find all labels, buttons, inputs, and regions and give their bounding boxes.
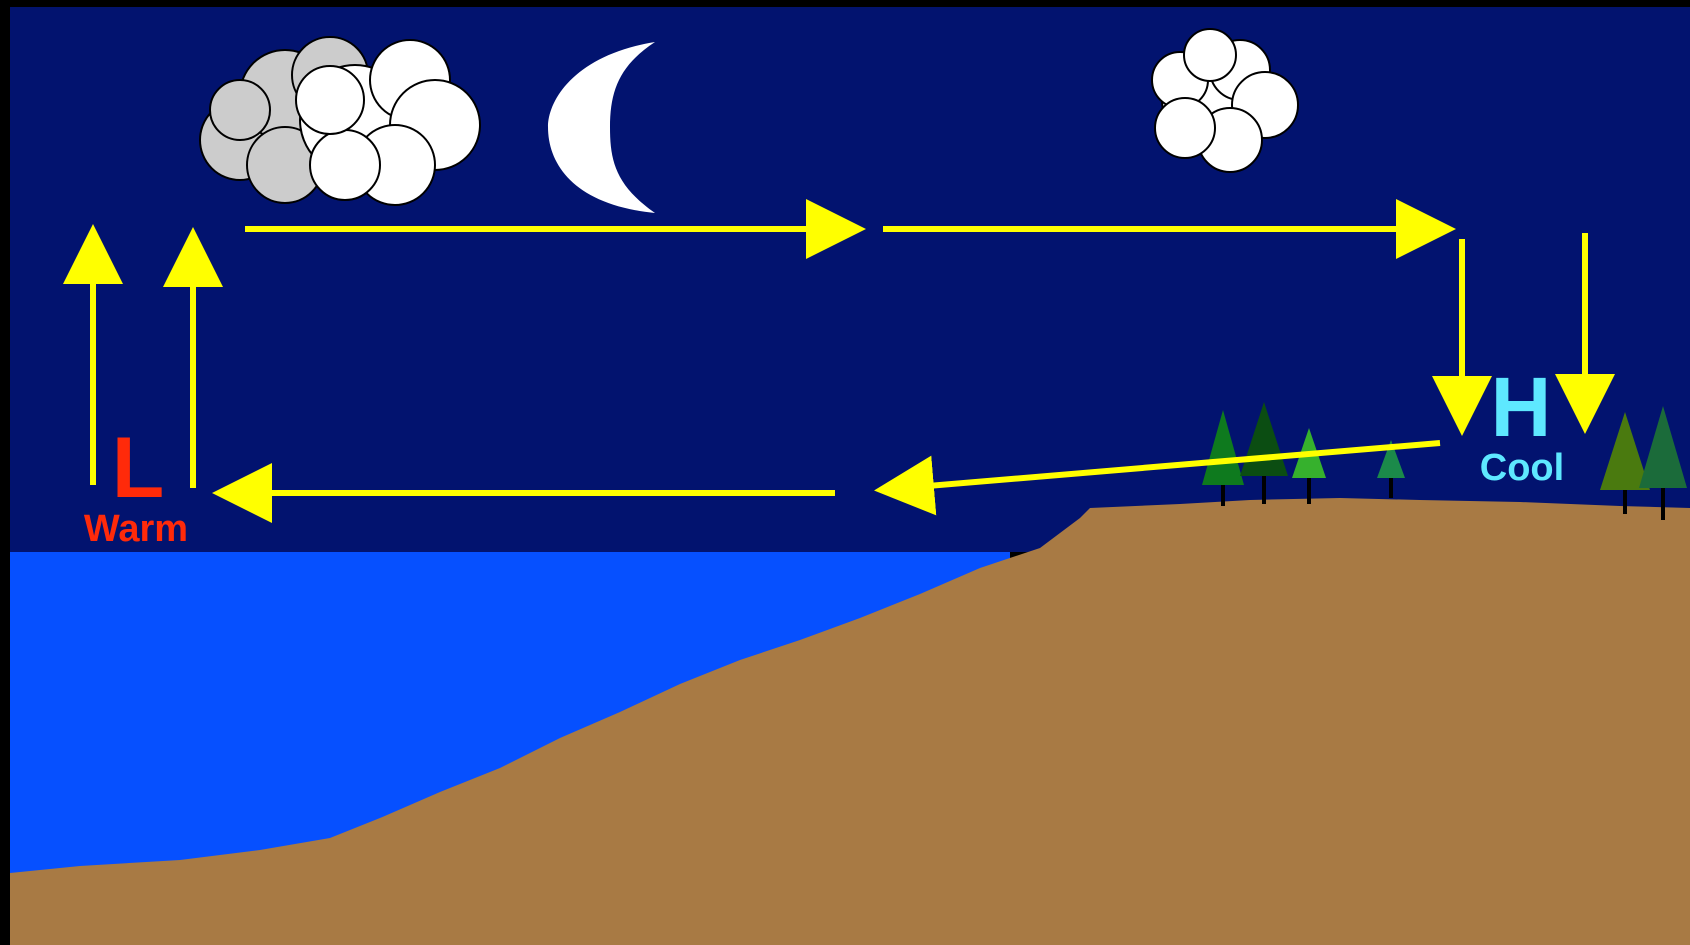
high-pressure-label: H: [1491, 360, 1552, 454]
warm-label: Warm: [84, 508, 188, 550]
low-pressure-label: L: [112, 420, 165, 516]
cool-label: Cool: [1480, 447, 1564, 489]
